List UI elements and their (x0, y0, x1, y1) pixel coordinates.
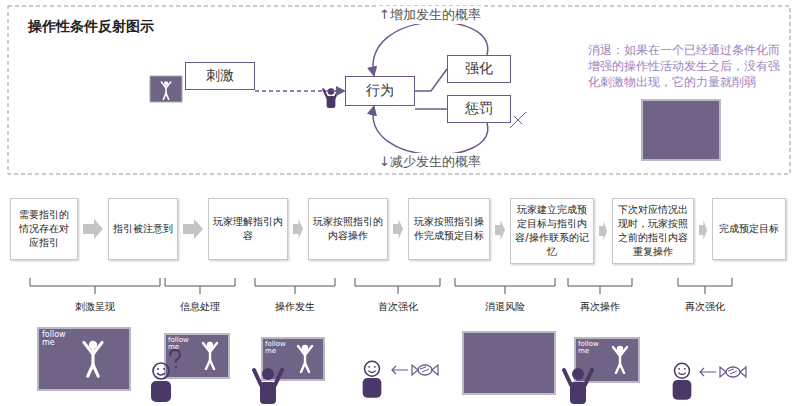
connector (415, 108, 447, 110)
stimulus-box: 刺激 (185, 62, 255, 90)
stage-label: 再次强化 (670, 300, 740, 314)
edge-label: ↓减少发生的概率 (377, 153, 483, 171)
box-text: 行为 (366, 82, 394, 100)
connector (415, 69, 447, 91)
box-text: 刺激 (206, 67, 234, 85)
diagram-title: 操作性条件反射图示 (28, 18, 154, 36)
box-text: 指引被注意到 (113, 222, 173, 236)
block-arrow (599, 221, 607, 241)
process-box: 下次对应情况出现时，玩家按照之前的指引内容重复操作 (612, 198, 694, 264)
outcome-box: 惩罚 (447, 95, 511, 123)
board-text: follow me (265, 341, 295, 355)
process-box: 玩家建立完成预定目标与指引内容/操作联系的记忆 (510, 198, 594, 264)
box-text: 下次对应情况出现时，玩家按照之前的指引内容重复操作 (617, 203, 689, 259)
board-text: follow me (578, 341, 608, 355)
stage-label: 首次强化 (363, 300, 433, 314)
board-text: follow me (42, 331, 74, 347)
process-box: 完成预定目标 (712, 198, 786, 260)
process-box: 玩家按照指引操作完成预定目标 (408, 198, 490, 260)
stage-label: 操作发生 (260, 300, 330, 314)
behavior-box: 行为 (345, 76, 415, 106)
process-box: 需要指引的情况存在对应指引 (10, 198, 78, 260)
box-text: 需要指引的情况存在对应指引 (15, 208, 73, 250)
stage-label: 刺激呈现 (60, 300, 130, 314)
note-text: 消退：如果在一个已经通过条件化而增强的操作性活动发生之后，没有强化刺激物出现，它… (588, 42, 784, 91)
block-arrow (495, 220, 505, 240)
connector (255, 90, 345, 92)
block-arrow (393, 219, 403, 239)
box-text: 玩家理解指引内容 (213, 215, 283, 243)
stage-label: 信息处理 (165, 300, 235, 314)
box-text: 强化 (465, 60, 493, 78)
board-text: follow me (168, 337, 198, 351)
process-box: 玩家按照指引的内容操作 (308, 198, 388, 260)
box-text: 玩家按照指引的内容操作 (313, 215, 383, 243)
block-arrow (83, 219, 103, 239)
stage-label: 再次操作 (565, 300, 635, 314)
edge-label: ↑增加发生的概率 (377, 6, 483, 24)
block-arrow (183, 219, 203, 239)
process-box: 玩家理解指引内容 (208, 198, 288, 260)
box-text: 惩罚 (465, 100, 493, 118)
stage-label: 消退风险 (470, 300, 540, 314)
box-text: 完成预定目标 (719, 222, 779, 236)
process-box: 指引被注意到 (108, 198, 178, 260)
box-text: 玩家按照指引操作完成预定目标 (413, 215, 485, 243)
block-arrow (293, 219, 303, 239)
box-text: 玩家建立完成预定目标与指引内容/操作联系的记忆 (515, 203, 589, 259)
outcome-box: 强化 (447, 55, 511, 83)
block-arrow (699, 220, 707, 240)
